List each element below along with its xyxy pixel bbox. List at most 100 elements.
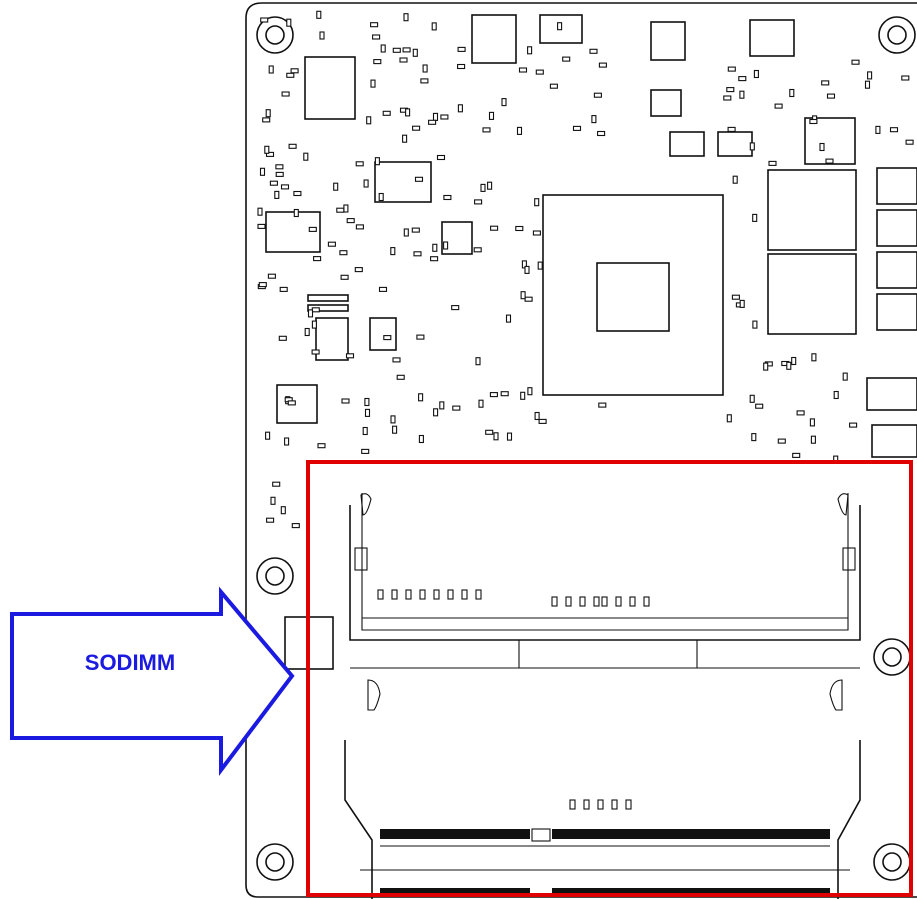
smd-pad [278,335,287,341]
smd-pad [440,114,449,120]
smd-pad [752,213,758,222]
mounting-hole-icon [256,557,294,595]
smd-pad [551,596,558,607]
smd-pad [809,118,818,125]
smd-pad [489,392,498,398]
smd-pad [316,10,322,19]
smd-pad [475,589,482,600]
smd-pad [412,48,418,57]
small-components [257,10,914,810]
smd-pad [905,139,914,145]
smd-pad [565,596,572,607]
smd-pad [275,171,284,177]
smd-pad [374,157,380,166]
smd-pad [361,448,370,454]
smd-pad [537,261,543,270]
smd-pad [383,335,392,341]
smd-pad [452,405,461,411]
smd-pad [527,46,533,55]
smd-pad [339,250,348,256]
smd-pad [382,110,391,116]
smd-pad [819,142,825,152]
smd-pad [430,256,439,262]
smd-pad [370,79,376,88]
smd-pad [482,127,491,133]
smd-pad [485,429,494,435]
smd-pad [392,357,401,363]
mounting-hole-icon [873,638,911,676]
smd-pad [457,63,466,70]
smd-pad [287,400,296,406]
smd-pad [457,46,466,52]
smd-pad [493,432,499,441]
smd-pad [589,48,598,54]
smd-pad [439,401,445,410]
smd-pad [488,111,495,120]
smd-pad [370,22,379,28]
smd-pad [549,83,558,89]
smd-pad [534,198,540,207]
smd-pad [901,75,910,81]
smd-pad [796,410,805,416]
smd-pad [842,372,848,381]
smd-pad [418,434,424,444]
smd-pad [364,397,370,407]
cpu-die [596,262,670,332]
smd-pad [291,523,300,529]
smd-pad [333,182,339,191]
smd-pad [436,154,446,161]
smd-pad [265,109,271,118]
smd-pad [457,104,463,113]
smd-pad [268,65,274,74]
smd-pad [527,387,533,396]
smd-pad [355,224,364,230]
smd-pad [390,415,396,424]
smd-pad [265,431,271,440]
smd-pad [598,62,607,68]
smd-pad [402,47,411,53]
sodimm-socket-upper [349,493,861,669]
smd-pad [490,225,499,231]
smd-pad [413,251,422,257]
smd-pad [432,243,438,252]
smd-pad [308,226,317,232]
smd-pad [826,93,836,99]
smd-pad [753,69,759,79]
smd-pad [443,194,452,201]
smd-pad [286,18,292,27]
smd-pad [557,22,563,31]
smd-pad [412,125,421,131]
smd-pad [354,267,363,273]
smd-pad [259,167,266,176]
smd-pad [727,126,736,132]
smd-pad [293,190,302,197]
smd-pad [597,130,606,137]
smd-pad [731,294,740,300]
smd-pad [270,496,276,505]
mounting-hole-icon [873,843,911,881]
smd-pad [520,391,526,400]
smd-pad [789,88,795,98]
smd-pad [399,57,408,63]
memory-chip [767,253,857,335]
smd-pad [428,119,437,125]
smd-pad [506,432,513,441]
smd-pad [257,223,266,229]
smd-pad [487,181,493,190]
smd-pad [288,143,297,149]
smd-pad [265,151,275,157]
smd-pad [889,127,899,133]
smd-pad [355,161,364,167]
smd-pad [833,390,839,400]
smd-pad [422,64,428,73]
smd-pad [524,265,530,274]
smd-pad [303,152,309,161]
smd-pad [293,208,299,218]
smd-pad [311,349,320,355]
smd-pad [290,68,299,74]
smd-pad [591,115,597,124]
mounting-hole-icon [256,843,294,881]
smd-pad [625,799,632,810]
smd-pad [579,596,586,607]
smd-pad [262,117,271,123]
